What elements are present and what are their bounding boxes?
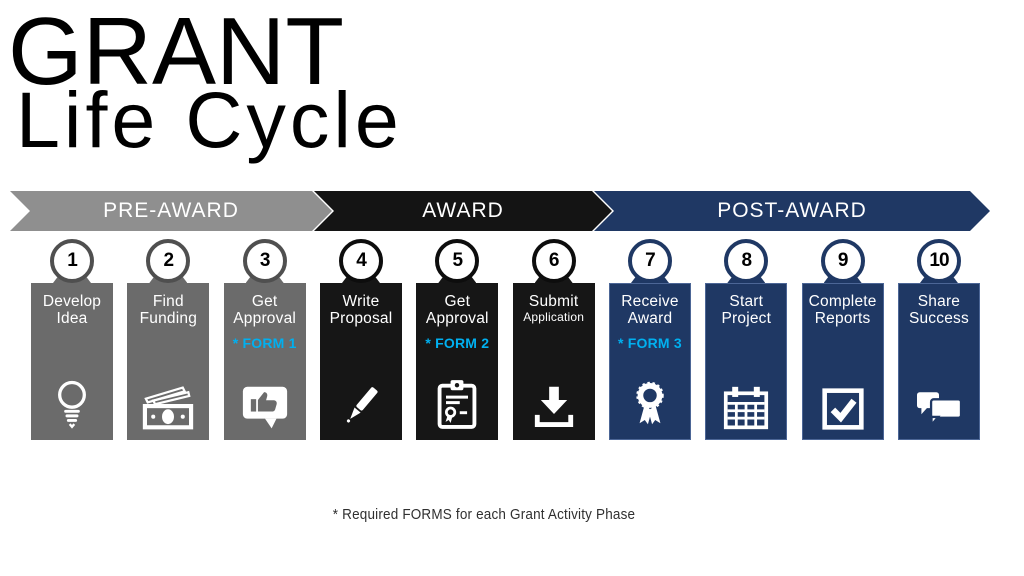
step-title: Share Success xyxy=(898,283,980,327)
step-number: 10 xyxy=(929,250,949,271)
step-title-line2: Approval xyxy=(425,310,489,327)
step-number: 2 xyxy=(163,250,175,271)
step-title-line2: Idea xyxy=(56,310,88,327)
step-title-line1: Receive xyxy=(621,293,679,310)
banner-post-award: POST-AWARD xyxy=(594,191,990,231)
step-title-line1: Find xyxy=(152,293,184,310)
banner-label: POST-AWARD xyxy=(717,199,867,222)
step-title: Find Funding xyxy=(127,283,209,327)
step-card-9: 9 Complete Reports xyxy=(801,239,884,440)
calendar-icon xyxy=(705,385,787,431)
step-title: Get Approval * FORM 1 xyxy=(224,283,306,351)
step-title-line1: Start xyxy=(729,293,764,310)
banner-label: PRE-AWARD xyxy=(103,199,239,222)
footnote: * Required FORMS for each Grant Activity… xyxy=(332,506,636,523)
step-title-line2: Project xyxy=(721,310,772,327)
step-title-line1: Share xyxy=(917,293,961,310)
step-title-line2: Reports xyxy=(814,310,871,327)
step-number: 1 xyxy=(67,250,78,271)
step-number: 6 xyxy=(548,250,560,271)
step-card-8: 8 Start Project xyxy=(705,239,788,440)
step-number: 3 xyxy=(259,250,271,271)
page-title-line2: Life Cycle xyxy=(16,75,403,164)
banner-pre-award: PRE-AWARD xyxy=(10,191,332,231)
steps-row: 1 Develop Idea 2 Find Funding xyxy=(31,239,980,440)
step-card-1: 1 Develop Idea xyxy=(31,239,113,440)
step-number-badge: 7 xyxy=(627,239,672,283)
step-number-badge: 4 xyxy=(338,239,383,283)
step-number-badge: 9 xyxy=(820,239,865,283)
step-number-badge: 8 xyxy=(724,239,769,283)
step-title: Get Approval * FORM 2 xyxy=(416,283,498,351)
form-label: * FORM 2 xyxy=(425,335,490,351)
step-card-5: 5 Get Approval * FORM 2 xyxy=(416,239,499,440)
step-card-3: 3 Get Approval * FORM 1 xyxy=(223,239,306,440)
step-title: Develop Idea xyxy=(31,283,113,327)
step-title-line1: Develop xyxy=(42,293,102,310)
step-title: Start Project xyxy=(705,283,787,327)
step-card-2: 2 Find Funding xyxy=(127,239,210,440)
step-title-line2: Funding xyxy=(139,310,198,327)
step-number-badge: 10 xyxy=(916,239,961,283)
form-label: * FORM 3 xyxy=(618,335,682,351)
certificate-clipboard-icon xyxy=(416,377,498,431)
step-title-line1: Write xyxy=(342,293,380,310)
lightbulb-icon xyxy=(31,377,113,431)
banner-label: AWARD xyxy=(422,199,504,222)
step-number-badge: 6 xyxy=(531,239,576,283)
step-title-line1: Complete xyxy=(808,293,877,310)
download-icon xyxy=(513,383,595,431)
award-ribbon-icon xyxy=(609,379,691,431)
step-number-badge: 5 xyxy=(435,239,480,283)
step-card-4: 4 Write Proposal xyxy=(319,239,402,440)
step-card-10: 10 Share Success xyxy=(897,239,980,440)
step-title: Complete Reports xyxy=(802,283,884,327)
step-number-badge: 1 xyxy=(50,239,94,283)
pen-icon xyxy=(320,381,402,431)
page-title-line1: GRANT xyxy=(8,0,344,105)
step-number: 5 xyxy=(452,250,464,271)
banner-award: AWARD xyxy=(314,191,612,231)
step-title: Receive Award * FORM 3 xyxy=(609,283,691,351)
form-label: * FORM 1 xyxy=(232,335,297,351)
step-title-line2: Success xyxy=(908,310,969,327)
step-number: 4 xyxy=(356,250,367,271)
thumbs-up-icon xyxy=(224,385,306,431)
step-number: 8 xyxy=(741,250,753,271)
step-card-7: 7 Receive Award * FORM 3 xyxy=(608,239,691,440)
step-number: 7 xyxy=(645,250,656,271)
step-number: 9 xyxy=(837,250,849,271)
step-title-line1: Get xyxy=(444,293,471,310)
step-title: Write Proposal xyxy=(320,283,402,327)
step-title-line2: Proposal xyxy=(329,310,393,327)
step-title-line2: Application xyxy=(523,310,585,324)
step-title-line2: Approval xyxy=(233,310,297,327)
money-icon xyxy=(127,383,209,431)
step-number-badge: 2 xyxy=(146,239,191,283)
step-title-line2: Award xyxy=(627,310,673,327)
step-title-line1: Submit xyxy=(528,293,579,310)
step-title-line1: Get xyxy=(251,293,278,310)
step-card-6: 6 Submit Application xyxy=(512,239,595,440)
step-title: Submit Application xyxy=(513,283,595,325)
checkbox-icon xyxy=(802,387,884,431)
chat-bubbles-icon xyxy=(898,387,980,431)
step-number-badge: 3 xyxy=(242,239,287,283)
